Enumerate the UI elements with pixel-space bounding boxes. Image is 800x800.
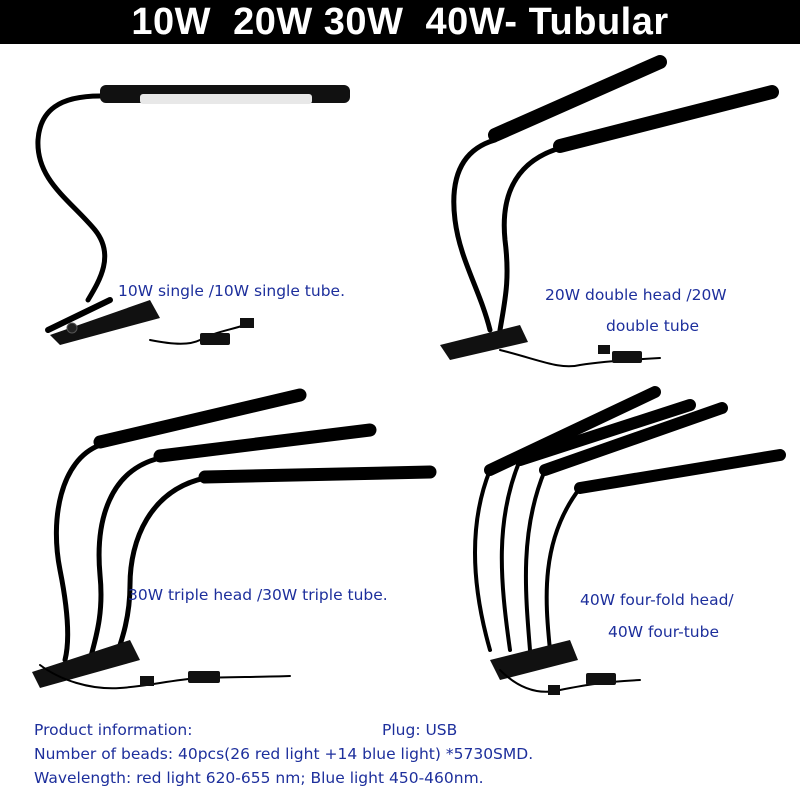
caption-20w-line1: 20W double head /20W — [545, 286, 727, 304]
caption-10w: 10W single /10W single tube. — [118, 282, 346, 300]
wavelength-info: Wavelength: red light 620-655 nm; Blue l… — [34, 769, 484, 787]
lamp-20w-double — [440, 55, 779, 368]
caption-20w-line2: double tube — [606, 317, 700, 335]
beads-info: Number of beads: 40pcs(26 red light +14 … — [34, 745, 534, 763]
lamp-30w-triple — [32, 388, 437, 690]
page-title: 10W 20W 30W 40W- Tubular — [0, 0, 800, 44]
info-row-header: Product information: Plug: USB — [34, 718, 794, 742]
caption-30w: 30W triple head /30W triple tube. — [128, 586, 388, 604]
plug-info: Plug: USB — [382, 721, 458, 739]
product-illustration — [32, 55, 786, 695]
lamp-10w-single — [35, 85, 350, 345]
lamp-40w-four — [473, 386, 786, 695]
caption-40w-line2: 40W four-tube — [608, 623, 719, 641]
caption-40w-line1: 40W four-fold head/ — [580, 591, 734, 609]
product-info: Product information: Plug: USB Number of… — [34, 718, 794, 790]
product-info-label: Product information: — [34, 721, 193, 739]
